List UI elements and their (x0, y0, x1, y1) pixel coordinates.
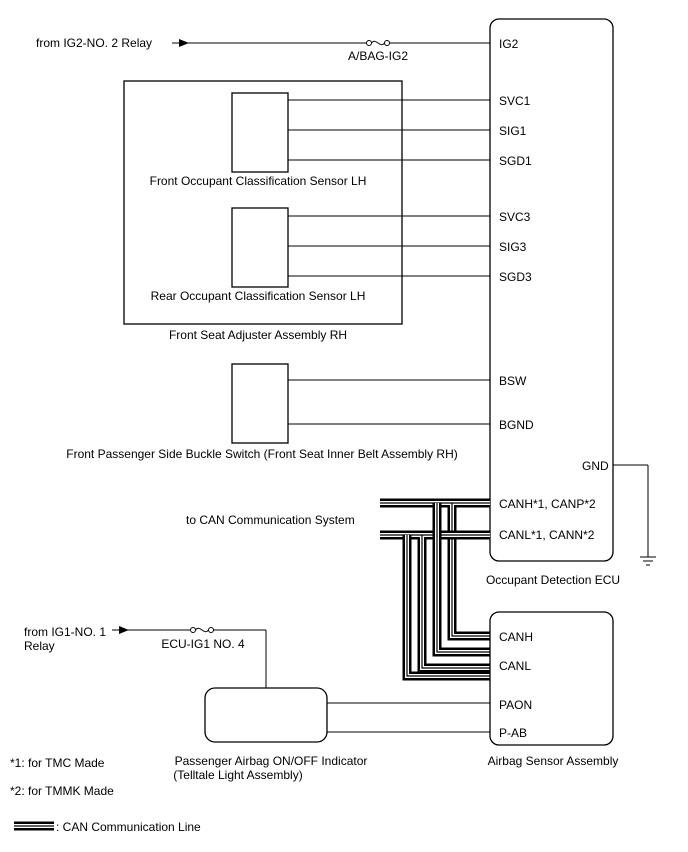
ecu-pin-canh: CANH*1, CANP*2 (499, 497, 596, 511)
front-occupant-sensor (231, 92, 289, 173)
ig1-source-label-1: from IG1-NO. 1 (24, 625, 106, 639)
buckle-switch (231, 363, 289, 444)
front-sensor-label: Front Occupant Classification Sensor LH (150, 174, 367, 188)
airbag-pin-canl: CANL (499, 659, 531, 673)
ecu-ig1-fuse-label: ECU-IG1 NO. 4 (161, 637, 245, 651)
seat-assembly-label: Front Seat Adjuster Assembly RH (169, 328, 347, 342)
ecu-pin-gnd: GND (582, 459, 609, 473)
airbag-pin-paon: PAON (499, 698, 532, 712)
occupant-detection-ecu (489, 18, 614, 562)
ecu-pin-canl: CANL*1, CANN*2 (499, 528, 595, 542)
airbag-pin-pab: P-AB (499, 726, 527, 740)
passenger-airbag-indicator (204, 687, 328, 743)
legend-label: : CAN Communication Line (56, 820, 201, 834)
abag-fuse-icon (366, 40, 390, 46)
ecu-pin-sig1: SIG1 (499, 124, 527, 138)
indicator-label-1: Passenger Airbag ON/OFF Indicator (175, 754, 368, 768)
airbag-name: Airbag Sensor Assembly (488, 754, 619, 768)
ecu-pin-sgd3: SGD3 (499, 270, 532, 284)
buckle-switch-label: Front Passenger Side Buckle Switch (Fron… (66, 447, 458, 461)
ecu-pin-svc1: SVC1 (499, 94, 531, 108)
ecu-pin-svc3: SVC3 (499, 210, 531, 224)
ig1-source-label-2: Relay (24, 639, 55, 653)
can-system-label: to CAN Communication System (186, 513, 355, 527)
indicator-label-2: (Telltale Light Assembly) (173, 768, 302, 782)
can-bus-lines (380, 498, 490, 681)
note-tmmk: *2: for TMMK Made (10, 784, 114, 798)
ecu-pin-bsw: BSW (499, 374, 527, 388)
ecu-name: Occupant Detection ECU (486, 573, 620, 587)
rear-sensor-label: Rear Occupant Classification Sensor LH (151, 289, 366, 303)
ground-icon (640, 556, 656, 566)
ecu-pin-ig2: IG2 (499, 37, 519, 51)
ecu-pin-sig3: SIG3 (499, 240, 527, 254)
rear-occupant-sensor (231, 207, 289, 288)
note-tmc: *1: for TMC Made (10, 756, 105, 770)
ig2-source-label: from IG2-NO. 2 Relay (36, 36, 152, 50)
ecu-pin-bgnd: BGND (499, 418, 534, 432)
airbag-pin-canh: CANH (499, 630, 533, 644)
abag-fuse-label: A/BAG-IG2 (348, 49, 408, 63)
ecu-pin-sgd1: SGD1 (499, 154, 532, 168)
airbag-sensor-assembly (489, 611, 614, 746)
ecu-ig1-fuse-icon (190, 627, 214, 633)
